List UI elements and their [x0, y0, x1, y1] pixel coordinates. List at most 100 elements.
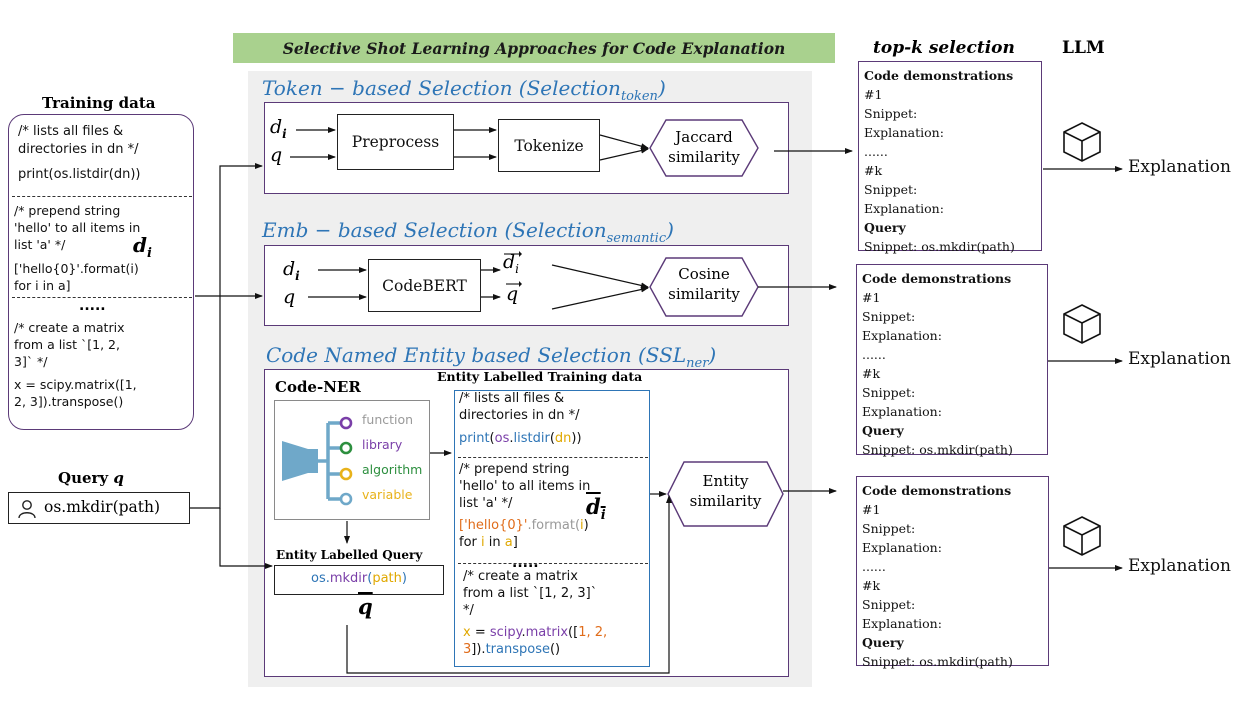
edge — [219, 508, 273, 569]
divider — [12, 297, 192, 298]
demo-line: Snippet: — [862, 309, 916, 324]
demo-line: Snippet: os.mkdir(path) — [864, 239, 1015, 254]
legend-variable: variable — [362, 487, 413, 502]
demo-line: Snippet: os.mkdir(path) — [862, 654, 1013, 669]
topk-label: top-k selection — [873, 38, 1015, 58]
vec-q: q — [506, 283, 519, 305]
demo-title: Code demonstrations — [862, 271, 1012, 286]
training-data-box — [8, 114, 194, 430]
divider — [12, 196, 192, 197]
demo-query: Query — [862, 423, 904, 438]
edge — [551, 286, 649, 310]
text-line: 3]` */ — [14, 353, 48, 369]
code-line: 3]).transpose() — [463, 641, 561, 657]
demo-line: #1 — [864, 87, 883, 102]
text-line: list 'a' */ — [459, 495, 513, 511]
query-box: os.mkdir(path) — [8, 492, 190, 524]
training-data-title: Training data — [42, 94, 156, 112]
demo-line: #k — [864, 163, 883, 178]
elt-di-symbol: di — [586, 494, 606, 524]
cosine-hexagon — [649, 257, 759, 317]
text-line: from a list `[1, 2, 3]` — [463, 585, 598, 601]
training-example-3: /* create a matrix from a list `[1, 2, 3… — [14, 320, 194, 410]
di-symbol: di — [133, 233, 152, 261]
code-token: path — [372, 571, 402, 586]
demo-box-ner: Code demonstrations #1 Snippet: Explanat… — [856, 476, 1049, 669]
emb-section-title: Emb − based Selection (Selectionsemantic… — [262, 218, 674, 246]
text-line: Jaccard — [675, 128, 733, 146]
elt-example-1: /* lists all files & directories in dn *… — [459, 391, 649, 448]
jaccard-hexagon — [649, 119, 759, 177]
user-icon — [18, 500, 36, 519]
qbar-symbol: q — [358, 594, 373, 619]
llm-cube-icon — [1063, 122, 1101, 162]
demo-line: Explanation: — [862, 616, 942, 631]
text-line: directories in dn */ — [459, 407, 580, 423]
code-token: mkdir — [329, 571, 368, 586]
demo-line: Snippet: — [864, 182, 918, 197]
demo-line: Explanation: — [862, 540, 942, 555]
vec-di: di — [503, 251, 520, 276]
divider — [458, 563, 648, 564]
code-line: ['hello{0}'.format(i) — [459, 517, 589, 533]
demo-line: Snippet: os.mkdir(path) — [862, 442, 1013, 457]
explanation-output: Explanation — [1128, 157, 1231, 177]
text-line: /* prepend string — [459, 462, 570, 477]
text-line: from a list `[1, 2, — [14, 336, 120, 352]
demo-line: #k — [862, 578, 881, 593]
elt-example-2: /* prepend string 'hello' to all items i… — [459, 462, 649, 551]
demo-line: ...... — [862, 347, 886, 362]
code-line: print(os.listdir(dn)) — [459, 430, 582, 446]
training-example-2: /* prepend string 'hello' to all items i… — [14, 203, 194, 294]
text-line: directories in dn */ — [18, 142, 139, 158]
code-token: ) — [401, 571, 407, 586]
demo-line: Explanation: — [862, 404, 942, 419]
code-token: os. — [311, 571, 330, 586]
demo-query: Query — [862, 635, 904, 650]
text-line: /* create a matrix — [463, 569, 578, 584]
code-token: ( — [367, 571, 373, 586]
ellipsis: ..... — [512, 555, 539, 571]
demo-line: Snippet: — [862, 521, 916, 536]
legend-library: library — [362, 437, 403, 452]
demo-query: Query — [864, 220, 906, 235]
code-line: for i in a] — [459, 534, 518, 550]
entity-hexagon — [667, 461, 784, 527]
entity-label: Entity similarity — [668, 471, 783, 512]
elq-title: Entity Labelled Query — [276, 548, 423, 562]
jaccard-label: Jaccard similarity — [650, 127, 758, 168]
emb-q: q — [283, 286, 296, 308]
demo-line: Snippet: — [864, 106, 918, 121]
preprocess-node: Preprocess — [337, 114, 454, 170]
legend-function: function — [362, 412, 414, 427]
demo-line: Snippet: — [862, 385, 916, 400]
text-line: /* lists all files & — [459, 391, 565, 406]
text-line: Entity — [702, 472, 749, 490]
edge — [551, 264, 649, 289]
edge — [599, 134, 649, 150]
demo-line: ...... — [862, 559, 886, 574]
tokenize-node: Tokenize — [498, 119, 600, 172]
text-line: print(os.listdir(dn)) — [18, 167, 141, 183]
edge — [599, 147, 649, 161]
token-q: q — [270, 144, 283, 166]
llm-cube-icon — [1063, 516, 1101, 556]
text-line: 2, 3]).transpose() — [14, 393, 124, 409]
elq-box: os.mkdir(path) — [274, 565, 444, 595]
demo-title: Code demonstrations — [864, 68, 1014, 83]
text-line: similarity — [689, 492, 762, 511]
text-line: */ — [463, 602, 474, 618]
demo-line: ...... — [864, 144, 888, 159]
text-line: /* prepend string — [14, 203, 121, 218]
query-value: os.mkdir(path) — [44, 498, 161, 516]
vector-arrow-icon — [506, 281, 522, 287]
demo-line: Explanation: — [864, 201, 944, 216]
llm-cube-icon — [1063, 304, 1101, 344]
demo-line: Explanation: — [862, 328, 942, 343]
text-line: similarity — [668, 148, 740, 167]
token-section-title: Token − based Selection (Selectiontoken) — [262, 76, 666, 104]
text-line: list 'a' */ — [14, 236, 66, 252]
code-ner-box: function library algorithm variable — [274, 400, 430, 520]
